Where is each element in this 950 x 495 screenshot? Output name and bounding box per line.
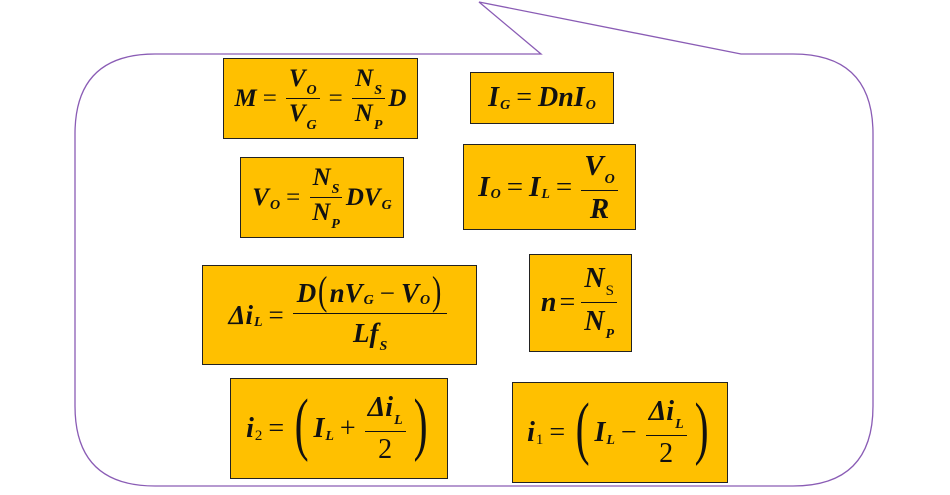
rhs-dni: DnI — [538, 82, 585, 113]
subscript: L — [541, 187, 550, 202]
minus-sign: − — [379, 278, 395, 308]
numerator: N — [584, 263, 605, 294]
equals-sign: = — [328, 84, 343, 112]
fraction-ns-np: NS NP — [352, 65, 386, 133]
equals-sign: = — [559, 287, 576, 318]
var-i: I — [594, 416, 606, 448]
subscript: O — [585, 98, 596, 113]
subscript: L — [606, 432, 615, 448]
fraction-vo-r: VO R — [581, 149, 618, 226]
equals-sign: = — [262, 84, 277, 112]
var-i: I — [313, 412, 325, 444]
subscript: L — [675, 416, 684, 432]
denominator: N — [312, 199, 331, 226]
denominator: N — [354, 100, 373, 127]
left-paren: ( — [318, 268, 328, 313]
var-m: M — [234, 84, 257, 112]
subscript: P — [605, 327, 615, 342]
subscript: G — [381, 197, 392, 213]
equals-sign: = — [516, 82, 532, 113]
var-d: D — [296, 278, 317, 308]
equals-sign: = — [549, 416, 566, 448]
equation-conversion-ratio: M = VO VG = NS NP D — [223, 58, 418, 139]
equals-sign: = — [555, 170, 573, 203]
subscript: O — [269, 197, 281, 213]
var-i: I — [478, 170, 490, 203]
denominator: 2 — [659, 437, 674, 469]
left-paren: ( — [294, 385, 309, 463]
subscript: L — [394, 412, 403, 428]
subscript: O — [420, 293, 431, 308]
subscript: S — [374, 83, 383, 98]
numerator: Δi — [648, 395, 675, 427]
denominator: 2 — [378, 433, 393, 465]
denominator: Lf — [352, 318, 379, 348]
denominator: R — [589, 192, 610, 225]
subscript: O — [490, 187, 501, 202]
equals-sign: = — [506, 170, 524, 203]
right-paren: ) — [413, 385, 428, 463]
subscript: L — [253, 315, 263, 330]
subscript: 1 — [535, 432, 544, 448]
subscript: 2 — [254, 428, 263, 444]
var-nv: nV — [329, 278, 363, 308]
right-paren: ) — [432, 268, 442, 313]
subscript: S — [331, 182, 340, 197]
plus-sign: + — [339, 412, 356, 444]
numerator: V — [288, 65, 306, 92]
var-d: D — [388, 84, 407, 112]
subscript: G — [363, 293, 374, 308]
right-paren: ) — [694, 389, 709, 467]
fraction-ripple-half: ΔiL 2 — [645, 395, 687, 471]
equals-sign: = — [286, 183, 301, 211]
subscript: S — [379, 339, 388, 354]
numerator: Δi — [367, 391, 394, 423]
subscript: G — [500, 98, 511, 113]
numerator: N — [312, 164, 331, 191]
var-i: I — [488, 82, 500, 113]
numerator: V — [584, 149, 604, 182]
subscript: S — [605, 283, 614, 299]
fraction-ripple-half: ΔiL 2 — [364, 391, 406, 467]
denominator: N — [584, 306, 605, 337]
var-i: i — [527, 416, 535, 448]
equation-turns-ratio: n = NS NP — [529, 254, 632, 352]
var-n: n — [540, 287, 557, 318]
fraction-vo-vg: VO VG — [285, 65, 320, 133]
equals-sign: = — [268, 299, 284, 330]
var-v: V — [400, 278, 419, 308]
var-delta-i: Δi — [228, 299, 253, 330]
fraction-ns-np: NS NP — [581, 261, 617, 345]
var-i: I — [529, 170, 541, 203]
subscript: O — [306, 83, 317, 98]
subscript: P — [373, 118, 383, 133]
var-v: V — [252, 183, 269, 211]
var-dv: DV — [345, 183, 381, 211]
subscript: L — [325, 428, 334, 444]
subscript: G — [306, 118, 317, 133]
minus-sign: − — [620, 416, 637, 448]
denominator: V — [288, 100, 306, 127]
var-i: i — [246, 412, 254, 444]
numerator: N — [355, 65, 374, 92]
subscript: O — [604, 171, 615, 187]
subscript: P — [331, 217, 340, 232]
fraction-ns-np: NS NP — [309, 164, 343, 232]
equals-sign: = — [268, 412, 285, 444]
left-paren: ( — [575, 389, 590, 467]
